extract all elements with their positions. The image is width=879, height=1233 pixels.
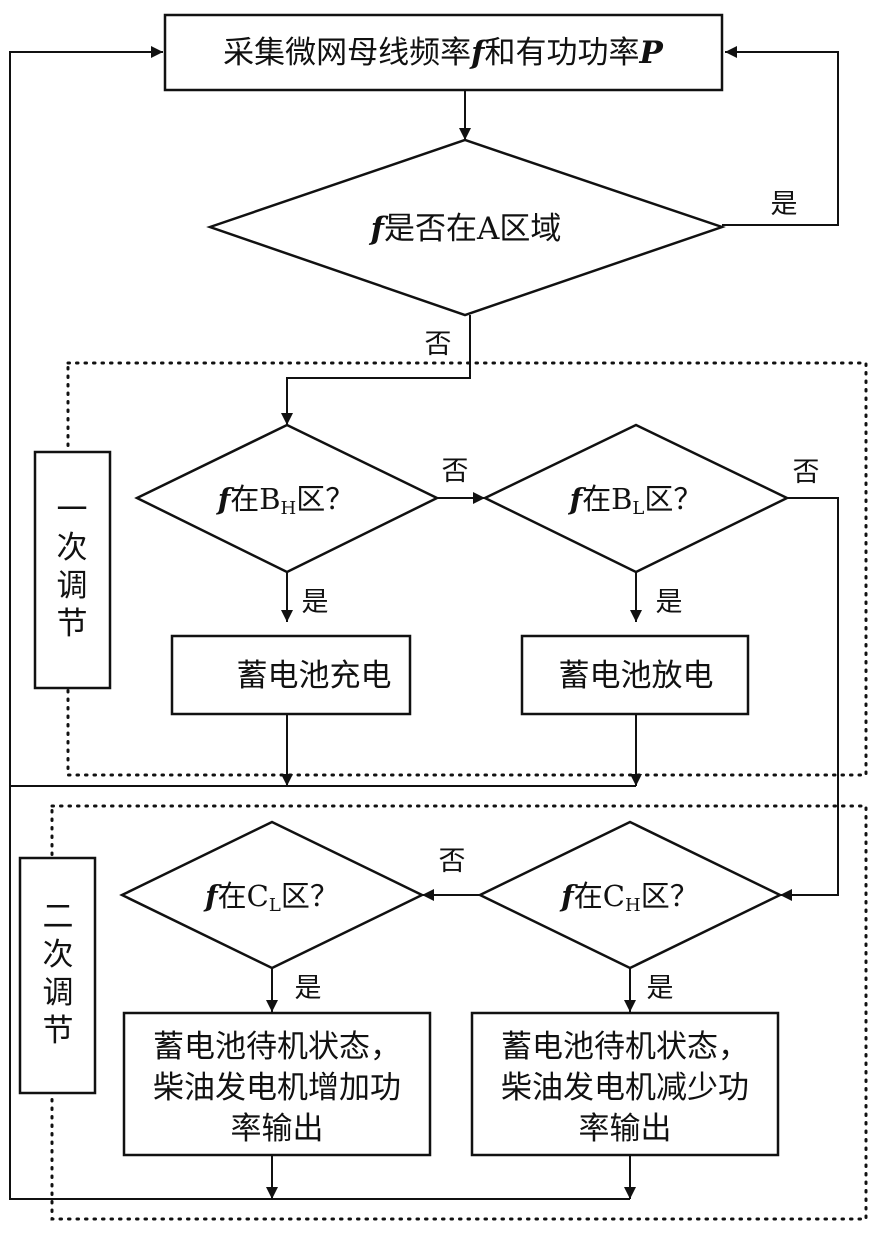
svg-text:一: 一 [57, 492, 88, 528]
edge-label-ch-yes: 是 [647, 973, 674, 1004]
node-collect: 采集微网母线频率f和有功功率P [163, 13, 724, 92]
svg-text:率输出: 率输出 [231, 1111, 324, 1147]
edge-bottom-return [9, 786, 630, 1200]
edge-label-ch-no: 否 [439, 846, 466, 877]
secondary-regulation-region [50, 804, 868, 1221]
node-check-cl: f在CL区？ [119, 820, 425, 970]
svg-text:次: 次 [43, 937, 74, 973]
group-label-secondary: 二 次 调 节 [18, 856, 97, 1095]
group-label-primary: 一 次 调 节 [33, 450, 112, 690]
svg-text:f在BL区？: f在BL区？ [568, 482, 703, 519]
primary-regulation-region [66, 361, 868, 777]
svg-text:调: 调 [43, 975, 74, 1011]
svg-text:蓄电池放电: 蓄电池放电 [559, 658, 714, 694]
edge-bl-no [780, 497, 839, 901]
edge-label-bh-no: 否 [442, 456, 469, 487]
svg-text:柴油发电机增加功: 柴油发电机增加功 [153, 1070, 401, 1106]
edge-label-cl-yes: 是 [295, 973, 322, 1004]
node-charge: 蓄电池充电 [170, 634, 412, 716]
svg-text:节: 节 [57, 606, 88, 642]
node-check-bl: f在BL区？ [482, 423, 790, 574]
svg-text:f在CH区？: f在CH区？ [559, 879, 698, 916]
svg-text:f在CL区？: f在CL区？ [203, 879, 339, 916]
node-increase-output: 蓄电池待机状态， 柴油发电机增加功 率输出 [122, 1011, 432, 1157]
edge-label-a-no: 否 [425, 329, 452, 360]
edge-check-a-yes [722, 46, 839, 226]
svg-text:柴油发电机减少功: 柴油发电机减少功 [501, 1070, 749, 1106]
svg-text:f在BH区？: f在BH区？ [216, 482, 355, 519]
svg-text:率输出: 率输出 [579, 1111, 672, 1147]
node-check-a: f是否在A区域 [206, 138, 726, 317]
node-discharge: 蓄电池放电 [520, 634, 750, 716]
edge-label-bh-yes: 是 [302, 587, 329, 618]
node-check-bh: f在BH区？ [134, 423, 440, 574]
node-check-ch: f在CH区？ [477, 820, 783, 970]
svg-text:采集微网母线频率f和有功功率P: 采集微网母线频率f和有功功率P [223, 35, 664, 71]
svg-text:蓄电池待机状态，: 蓄电池待机状态， [153, 1029, 401, 1065]
svg-text:蓄电池待机状态，: 蓄电池待机状态， [501, 1029, 749, 1065]
edge-label-bl-yes: 是 [656, 587, 683, 618]
svg-text:f是否在A区域: f是否在A区域 [369, 211, 562, 247]
svg-text:节: 节 [43, 1013, 74, 1049]
edge-label-a-yes: 是 [771, 189, 798, 220]
edge-label-bl-no: 否 [793, 457, 820, 488]
node-decrease-output: 蓄电池待机状态， 柴油发电机减少功 率输出 [470, 1011, 780, 1157]
svg-text:次: 次 [57, 530, 88, 566]
edge-feedback-loop [9, 46, 636, 787]
svg-text:二: 二 [43, 899, 74, 935]
svg-text:蓄电池充电: 蓄电池充电 [237, 658, 392, 694]
edge-check-a-no [281, 315, 471, 425]
svg-text:调: 调 [57, 568, 88, 604]
